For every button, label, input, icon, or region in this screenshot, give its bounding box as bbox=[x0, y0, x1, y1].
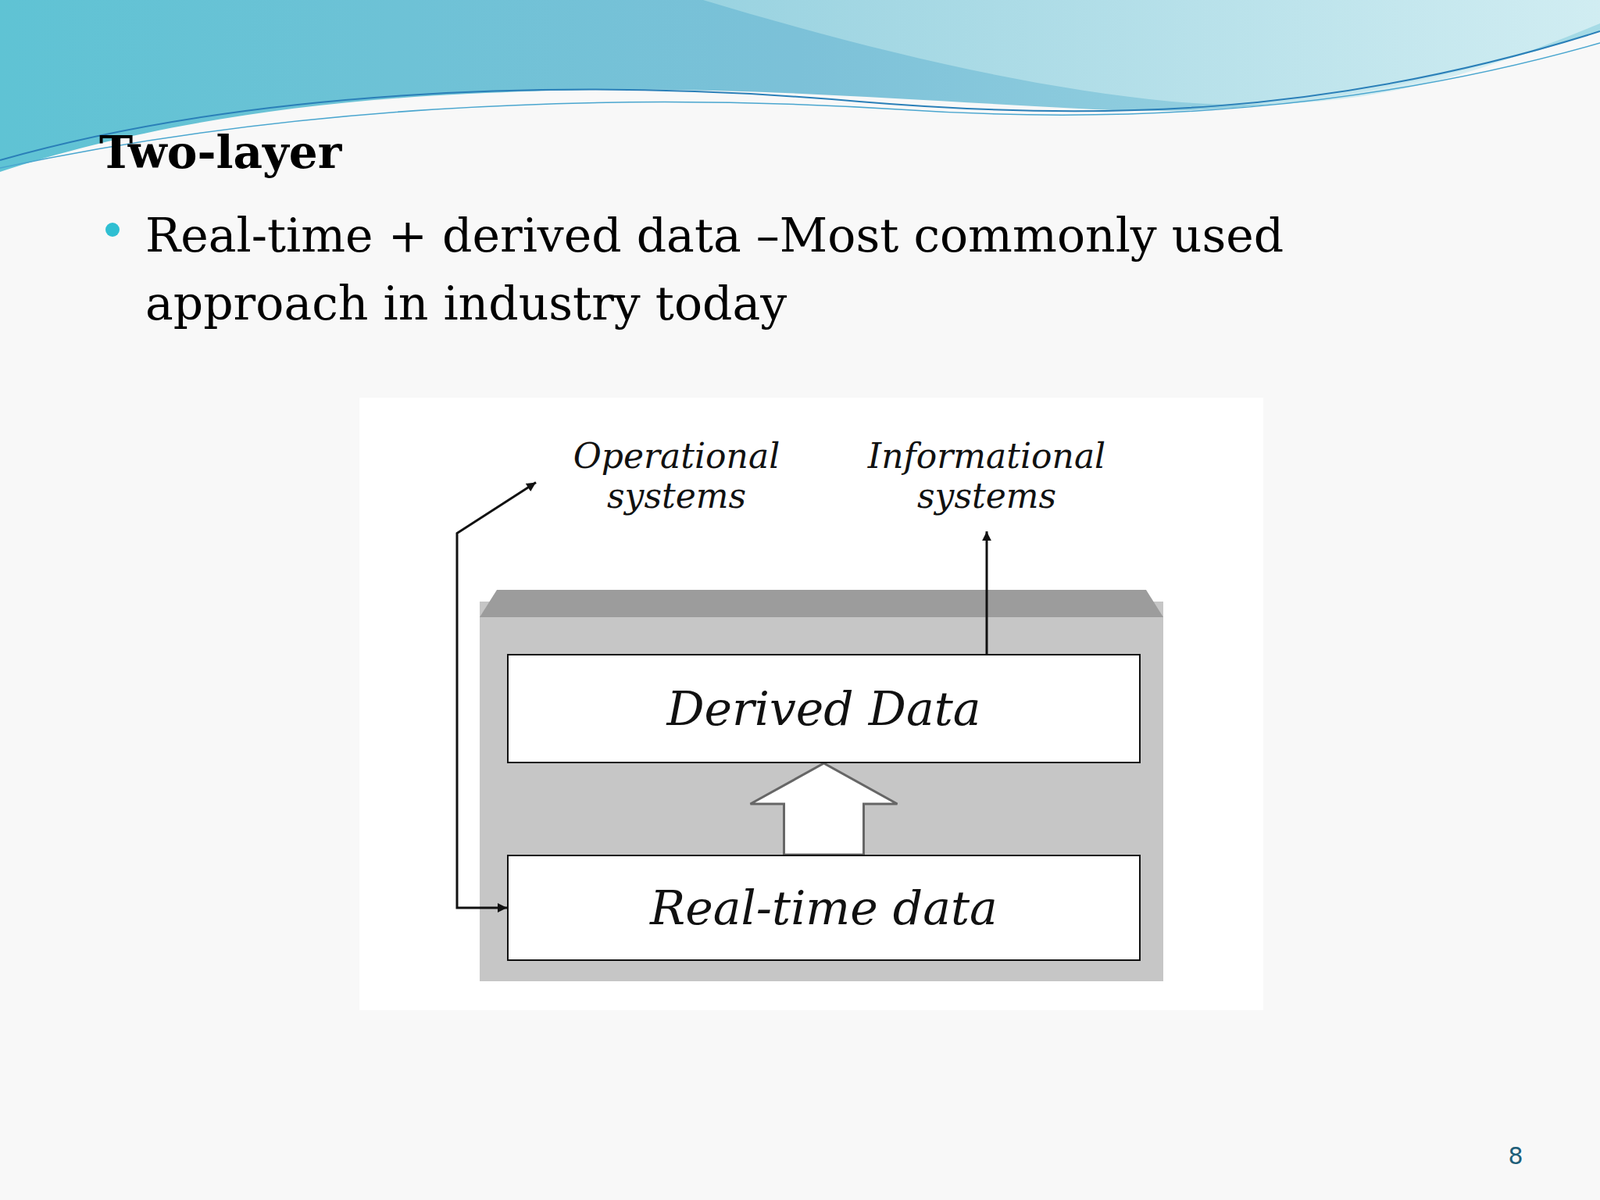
page-number: 8 bbox=[1500, 1142, 1532, 1171]
flow-arrow bbox=[985, 531, 989, 654]
node-text: Derived Data bbox=[521, 680, 1127, 737]
data-layer-box: Derived Data bbox=[507, 653, 1141, 764]
warehouse-block bbox=[479, 601, 1164, 982]
node-text: Informational systems bbox=[838, 436, 1136, 516]
slide-title: Two-layer bbox=[99, 121, 342, 184]
block-bevel bbox=[479, 589, 1164, 618]
figure-ground bbox=[359, 397, 1264, 1011]
system-label: Operational systems bbox=[535, 433, 818, 532]
node-text: Operational systems bbox=[543, 436, 810, 516]
node-text: Real-time data bbox=[521, 879, 1127, 936]
bullet-text: Real-time + derived data –Most commonly … bbox=[145, 201, 1365, 338]
block-arrow bbox=[750, 763, 898, 855]
data-layer-box: Real-time data bbox=[507, 854, 1141, 961]
bullet-dot bbox=[105, 222, 120, 237]
system-label: Informational systems bbox=[830, 433, 1143, 532]
